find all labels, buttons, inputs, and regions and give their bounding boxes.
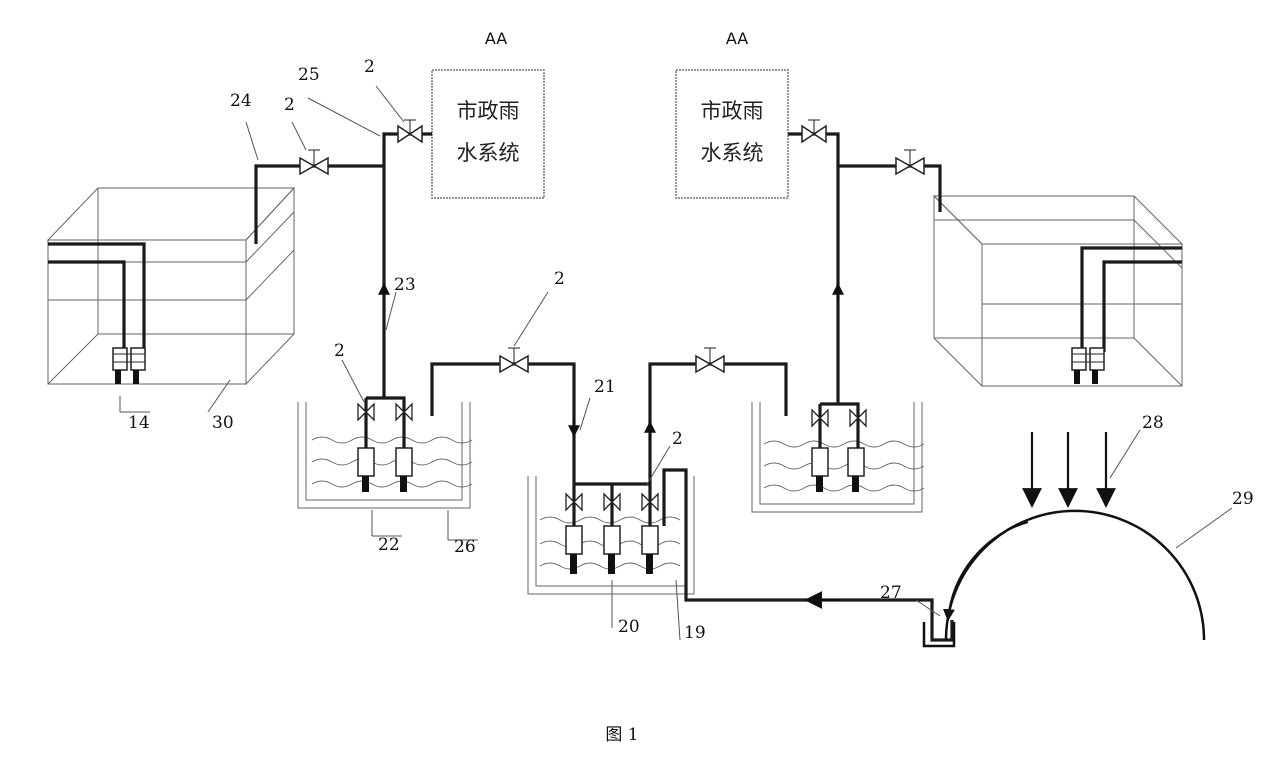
label-20: 20 xyxy=(618,617,640,637)
valve-left-box xyxy=(398,120,422,142)
valves xyxy=(300,120,924,510)
gutter xyxy=(924,622,954,646)
label-25: 25 xyxy=(298,65,320,85)
label-21: 21 xyxy=(594,377,616,397)
municipal-box-right: 市政雨 水系统 xyxy=(676,70,788,198)
label-24: 24 xyxy=(230,91,252,111)
label-26: 26 xyxy=(454,537,476,557)
pumps-left-pit xyxy=(358,448,412,492)
pump-pit-left xyxy=(298,402,472,508)
label-19: 19 xyxy=(684,623,706,643)
label-valve-5: 2 xyxy=(672,429,683,449)
label-28: 28 xyxy=(1142,413,1164,433)
valve-right-box xyxy=(802,120,826,142)
label-aa-left: AA xyxy=(485,29,507,48)
pump-left-tank xyxy=(113,348,145,384)
rain-arrows xyxy=(1032,432,1106,506)
label-valve-3: 2 xyxy=(334,341,345,361)
valve-center-right xyxy=(696,348,724,372)
label-valve-4: 2 xyxy=(554,269,565,289)
pumps-center-pit xyxy=(566,526,658,574)
valve-left-top xyxy=(300,150,328,174)
figure-caption: 图 1 xyxy=(605,725,638,745)
pump-right-tank xyxy=(1072,348,1104,384)
roof-dome xyxy=(946,511,1204,640)
label-aa-right: AA xyxy=(726,29,748,48)
label-valve-1: 2 xyxy=(284,95,295,115)
municipal-box-right-line1: 市政雨 xyxy=(701,99,764,123)
label-29: 29 xyxy=(1232,489,1254,509)
valve-center-left xyxy=(500,348,528,372)
municipal-box-left-line2: 水系统 xyxy=(457,141,520,165)
label-22: 22 xyxy=(378,535,400,555)
label-valve-2: 2 xyxy=(364,57,375,77)
pumps-right-pit xyxy=(812,448,864,492)
municipal-box-left-line1: 市政雨 xyxy=(457,99,520,123)
label-23: 23 xyxy=(394,275,416,295)
municipal-box-left: 市政雨 水系统 xyxy=(432,70,544,198)
label-30: 30 xyxy=(212,413,234,433)
pump-pit-right xyxy=(752,402,924,512)
label-27: 27 xyxy=(880,583,902,603)
storage-tank-right xyxy=(934,196,1182,386)
label-14: 14 xyxy=(128,413,150,433)
municipal-box-right-line2: 水系统 xyxy=(701,141,764,165)
valve-right-top xyxy=(896,150,924,174)
